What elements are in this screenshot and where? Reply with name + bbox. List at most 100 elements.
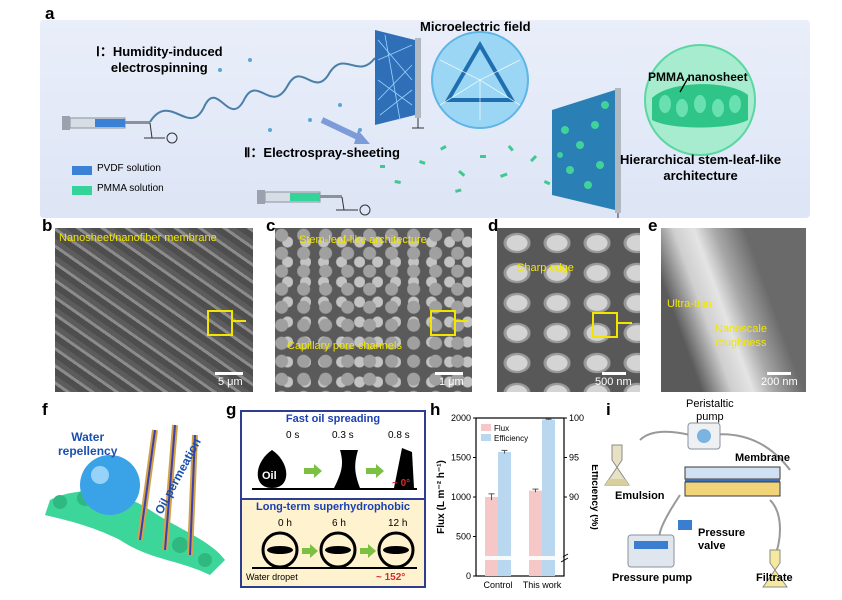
panel-b-scalebar [215, 372, 243, 375]
panel-d-zoom-box [592, 312, 618, 338]
panel-c-scalebar [435, 372, 463, 375]
microelectric-field-label: Microelectric field [420, 19, 531, 34]
pressure-valve-icon [678, 520, 692, 530]
panel-d-label: d [488, 216, 499, 235]
bar-flux-1 [529, 490, 542, 576]
y-axis-label: Flux (L m⁻² h⁻¹) [436, 460, 447, 534]
panel-c-title: Stem-leaf-like architecture [299, 234, 427, 246]
filtrate-label: Filtrate [756, 572, 793, 584]
bar-efficiency-1 [542, 419, 555, 576]
y-tick-label-4: 2000 [451, 413, 471, 423]
panel-c-label: c [266, 216, 276, 235]
membrane-label: Membrane [735, 452, 791, 464]
collector-1 [375, 30, 424, 129]
panel-g-label: g [226, 400, 237, 419]
panel-b-scale: 5 μm [218, 376, 243, 388]
legend-pmma [72, 186, 92, 195]
y2-tick-label-2: 100 [569, 413, 584, 423]
panel-d-sem: Sharp edge 500 nm [497, 228, 640, 392]
bar-efficiency-0 [498, 451, 511, 576]
step1-label: Ⅰ：Humidity-induced electrospinning [96, 44, 223, 75]
pressure-pump-icon [627, 534, 675, 568]
panel-a-illustration [62, 30, 756, 218]
panel-b-zoom-box [207, 310, 233, 336]
panel-b-label: b [42, 216, 53, 235]
droplet-label: Water dropet [246, 572, 298, 582]
y2-break-2 [560, 557, 569, 563]
pressure-valve-label: Pressure valve [698, 527, 746, 552]
time-top-0: 0 s [286, 430, 300, 441]
emulsion-flask-icon [604, 444, 630, 486]
panel-c-sem: Stem-leaf-like architecture Capillary po… [275, 228, 472, 392]
panel-e-note2: Nanoscale roughness [715, 323, 767, 349]
time-bottom-1: 6 h [332, 518, 346, 529]
panel-i-label: i [606, 400, 611, 419]
y2-tick-label-0: 90 [569, 492, 579, 502]
architecture-label: Hierarchical stem-leaf-like architecture [620, 152, 782, 183]
panel-e-sem: Ultra-thin Nanoscale roughness 200 nm [661, 228, 806, 392]
y2-tick-label-1: 95 [569, 453, 579, 463]
legend-pvdf [72, 166, 92, 175]
panel-a-label: a [45, 4, 55, 23]
time-top-1: 0.3 s [332, 430, 354, 441]
filtrate-flask-icon [762, 549, 788, 588]
emulsion-label: Emulsion [615, 490, 665, 502]
superhydrophobic-title: Long-term superhydrophobic [256, 501, 410, 513]
oil-droplet-sequence [252, 448, 417, 490]
panel-e-scale: 200 nm [761, 376, 798, 388]
pmma-nanosheet-zoom [644, 44, 756, 156]
membrane-module-icon [684, 466, 781, 497]
angle-top: ~ 0° [392, 478, 411, 489]
water-droplet-sequence [252, 531, 417, 569]
collector-2 [552, 88, 621, 218]
y-tick-label-2: 1000 [451, 492, 471, 502]
y-tick-label-1: 500 [456, 532, 471, 542]
oil-spreading-title: Fast oil spreading [285, 413, 381, 425]
y2-axis-label: Efficiency (%) [589, 464, 598, 530]
panel-d-scale: 500 nm [595, 376, 632, 388]
peristaltic-pump-icon [687, 422, 721, 450]
bar-flux-0 [485, 497, 498, 576]
y-tick-label-0: 0 [466, 571, 471, 581]
panel-e-label: e [648, 216, 658, 235]
pressure-pump-label: Pressure pump [612, 572, 693, 584]
syringe-pvdf-icon [62, 116, 178, 144]
legend-label-0: Flux [494, 424, 509, 433]
time-bottom-2: 12 h [388, 518, 408, 529]
jet-droplets [218, 58, 362, 132]
panel-b-arrow [232, 320, 246, 322]
panel-g-top: Fast oil spreading 0 s 0.3 s 0.8 s Oil ~… [240, 410, 426, 500]
y-tick-label-3: 1500 [451, 453, 471, 463]
panel-d-arrow [616, 322, 632, 324]
panel-c-note: Capillary pore channels [287, 340, 402, 352]
syringe-pmma-icon [257, 190, 371, 216]
panel-d-note: Sharp edge [517, 262, 574, 274]
angle-bottom: ~ 152° [376, 572, 406, 583]
panel-c-arrow [454, 320, 468, 322]
panel-f-label: f [42, 400, 48, 419]
panel-g-bottom: Long-term superhydrophobic 0 h 6 h 12 h … [240, 498, 426, 588]
x-tick-label-1: This work [523, 580, 562, 590]
panel-d-scalebar [602, 372, 626, 375]
filtration-setup [604, 422, 791, 588]
water-droplet-icon [80, 455, 140, 515]
water-repellency-label: Water repellency [58, 430, 118, 458]
panel-b-title: Nanosheet/nanofiber membrane [59, 232, 217, 244]
time-top-2: 0.8 s [388, 430, 410, 441]
panel-c-scale: 1 μm [439, 376, 464, 388]
panel-e-note1: Ultra-thin [667, 298, 712, 310]
panel-h-label: h [430, 400, 441, 419]
step-arrow [320, 117, 362, 141]
time-bottom-0: 0 h [278, 518, 292, 529]
microelectric-field-zoom [431, 31, 529, 129]
panel-c-zoom-box [430, 310, 456, 336]
step2-label: Ⅱ：Electrospray-sheeting [244, 145, 400, 160]
pmma-nanosheet-label: PMMA nanosheet [648, 70, 748, 84]
spray-sheets [380, 145, 551, 193]
axis-break-band [477, 556, 563, 560]
peristaltic-pump-label: Peristaltic pump [686, 398, 734, 423]
x-tick-label-0: Control [483, 580, 512, 590]
legend-pmma-label: PMMA solution [97, 183, 164, 194]
panel-f-illustration [45, 424, 225, 575]
